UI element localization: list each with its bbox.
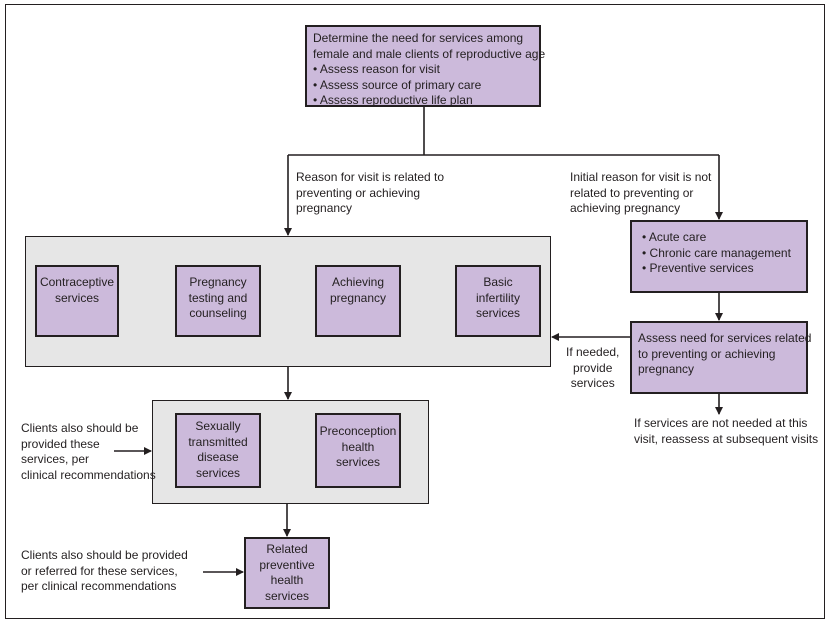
branch-related-label: Reason for visit is related to preventin… — [296, 170, 445, 215]
assess-primary-care-item: • Assess source of primary care — [313, 77, 482, 92]
determine-need-line: Determine the need for services among — [313, 31, 524, 45]
acute-care-item: • Acute care — [642, 230, 707, 244]
contraceptive-services-box: Contraceptive services — [35, 265, 119, 337]
std-services-box: Sexually transmitted disease services — [175, 413, 261, 488]
basic-infertility-box: Basic infertility services — [455, 265, 541, 337]
pregnancy-testing-box: Pregnancy testing and counseling — [175, 265, 261, 337]
assess-life-plan-item: • Assess reproductive life plan — [313, 93, 473, 107]
determine-need-box: Determine the need for services among fe… — [305, 25, 546, 107]
not-needed-label: If services are not needed at this visit… — [634, 416, 819, 446]
determine-need-line: female and male clients of reproductive … — [313, 46, 546, 61]
related-preventive-box: Related preventive health services — [244, 537, 330, 609]
assess-reason-item: • Assess reason for visit — [313, 62, 440, 76]
care-types-box: • Acute care • Chronic care management •… — [630, 220, 808, 293]
branch-not-related-label: Initial reason for visit is not related … — [570, 170, 712, 215]
preventive-services-item: • Preventive services — [642, 261, 754, 275]
diagram-frame — [5, 4, 825, 619]
clients-note-recommendations: Clients also should be provided these se… — [21, 421, 156, 482]
assess-need-box: Assess need for services related to prev… — [630, 321, 811, 394]
chronic-care-item: • Chronic care management — [642, 245, 791, 260]
preconception-services-box: Preconception health services — [315, 413, 401, 488]
if-needed-label: If needed, provide services — [566, 345, 620, 390]
achieving-pregnancy-box: Achieving pregnancy — [315, 265, 401, 337]
clients-note-referral: Clients also should be provided or refer… — [21, 548, 188, 593]
